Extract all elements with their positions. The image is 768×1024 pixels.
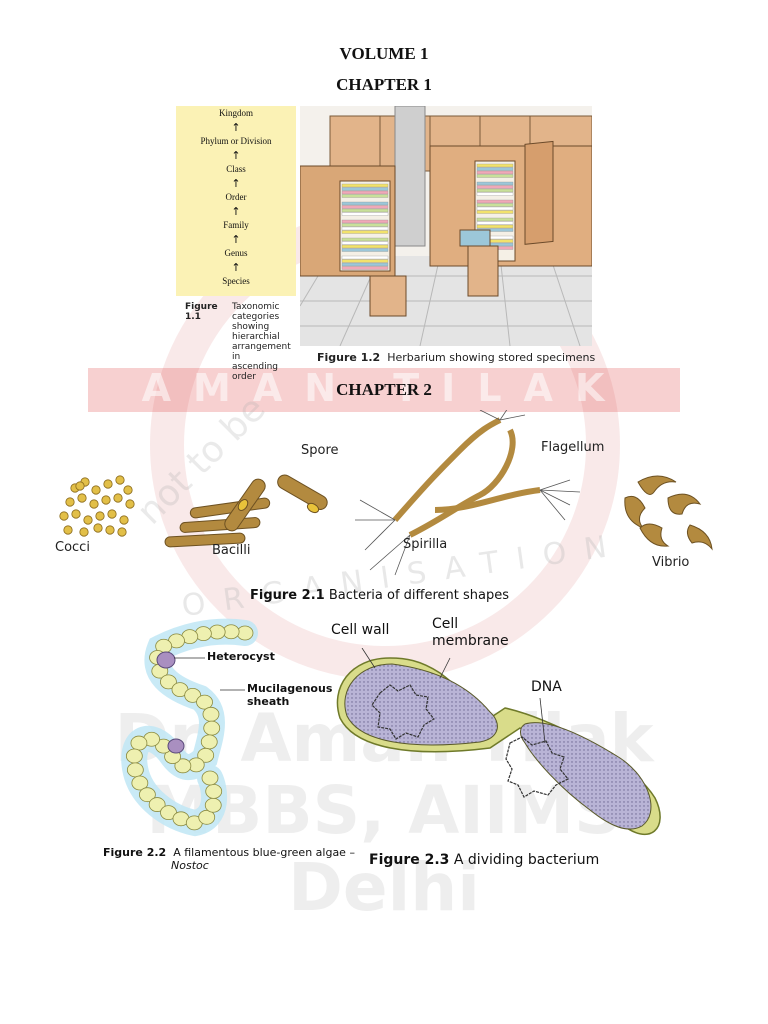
taxonomy-level: Family xyxy=(223,220,249,230)
up-arrow-icon: ↑ xyxy=(231,205,241,218)
nostoc-cells xyxy=(125,624,254,831)
label-flagellum: Flagellum xyxy=(541,440,605,455)
fig1-1-number: Figure 1.1 xyxy=(185,302,218,322)
taxonomy-level: Phylum or Division xyxy=(200,136,272,146)
up-arrow-icon: ↑ xyxy=(231,121,241,134)
fig2-1-number: Figure 2.1 xyxy=(250,588,325,603)
cocci-group xyxy=(59,475,135,537)
taxonomy-level: Order xyxy=(225,192,247,202)
herbarium-illustration xyxy=(300,106,592,346)
taxonomy-level: Kingdom xyxy=(218,108,253,118)
label-sheath: sheath xyxy=(247,695,290,708)
fig2-2-text: A filamentous blue-green algae – xyxy=(173,846,355,859)
label-bacilli: Bacilli xyxy=(212,543,251,558)
fig2-1-text: Bacteria of different shapes xyxy=(328,588,510,603)
label-spore: Spore xyxy=(301,443,339,458)
label-cell-membrane-1: Cell xyxy=(432,616,459,632)
up-arrow-icon: ↑ xyxy=(231,149,241,162)
fig1-2-text: Herbarium showing stored specimens xyxy=(387,351,596,364)
watermark-band xyxy=(88,368,680,412)
label-cell-wall: Cell wall xyxy=(331,622,390,638)
label-cocci: Cocci xyxy=(55,540,90,555)
taxonomy-level: Class xyxy=(226,164,246,174)
taxonomy-level: Genus xyxy=(224,248,248,258)
spirilla-group xyxy=(355,410,581,576)
fig1-1-caption: Taxonomic categories showing hierarchial… xyxy=(232,302,291,382)
fig2-3-caption: Figure 2.3 A dividing bacterium xyxy=(369,852,599,868)
taxonomy-panel xyxy=(176,106,296,296)
fig2-3-text: A dividing bacterium xyxy=(453,852,600,868)
bacilli-group xyxy=(164,474,328,548)
nostoc-illustration xyxy=(121,618,258,837)
vibrio-group xyxy=(624,475,713,551)
fig2-2-species: Nostoc xyxy=(171,859,209,872)
chapter1-heading: CHAPTER 1 xyxy=(336,75,432,94)
fig1-2-number: Figure 1.2 xyxy=(317,351,381,364)
chapter2-heading: CHAPTER 2 xyxy=(336,380,432,399)
fig2-1-caption: Figure 2.1 Bacteria of different shapes xyxy=(250,588,509,603)
heterocyst-cell xyxy=(156,651,176,669)
label-heterocyst: Heterocyst xyxy=(207,650,275,663)
dividing-bacterium-illustration xyxy=(336,648,661,835)
watermark-brand: AMAN TILAK xyxy=(141,366,627,410)
fig1-2-caption: Figure 1.2 Herbarium showing stored spec… xyxy=(317,351,595,364)
volume-title: VOLUME 1 xyxy=(339,44,429,63)
fig2-3-number: Figure 2.3 xyxy=(369,852,450,868)
taxonomy-hierarchy: Kingdom ↑ Phylum or Division ↑ Class ↑ Order ↑ F… xyxy=(176,108,296,287)
fig2-2-number: Figure 2.2 xyxy=(103,846,167,859)
label-mucilagenous: Mucilagenous xyxy=(247,682,333,695)
label-cell-membrane-2: membrane xyxy=(432,633,509,649)
up-arrow-icon: ↑ xyxy=(231,261,241,274)
label-vibrio: Vibrio xyxy=(652,555,690,570)
fig2-2-caption: Figure 2.2 A filamentous blue-green alga… xyxy=(103,846,355,872)
bacteria-shapes-illustration xyxy=(59,410,713,576)
up-arrow-icon: ↑ xyxy=(231,233,241,246)
label-dna: DNA xyxy=(531,679,562,695)
up-arrow-icon: ↑ xyxy=(231,177,241,190)
label-spirilla: Spirilla xyxy=(403,537,448,552)
taxonomy-level: Species xyxy=(222,276,250,286)
